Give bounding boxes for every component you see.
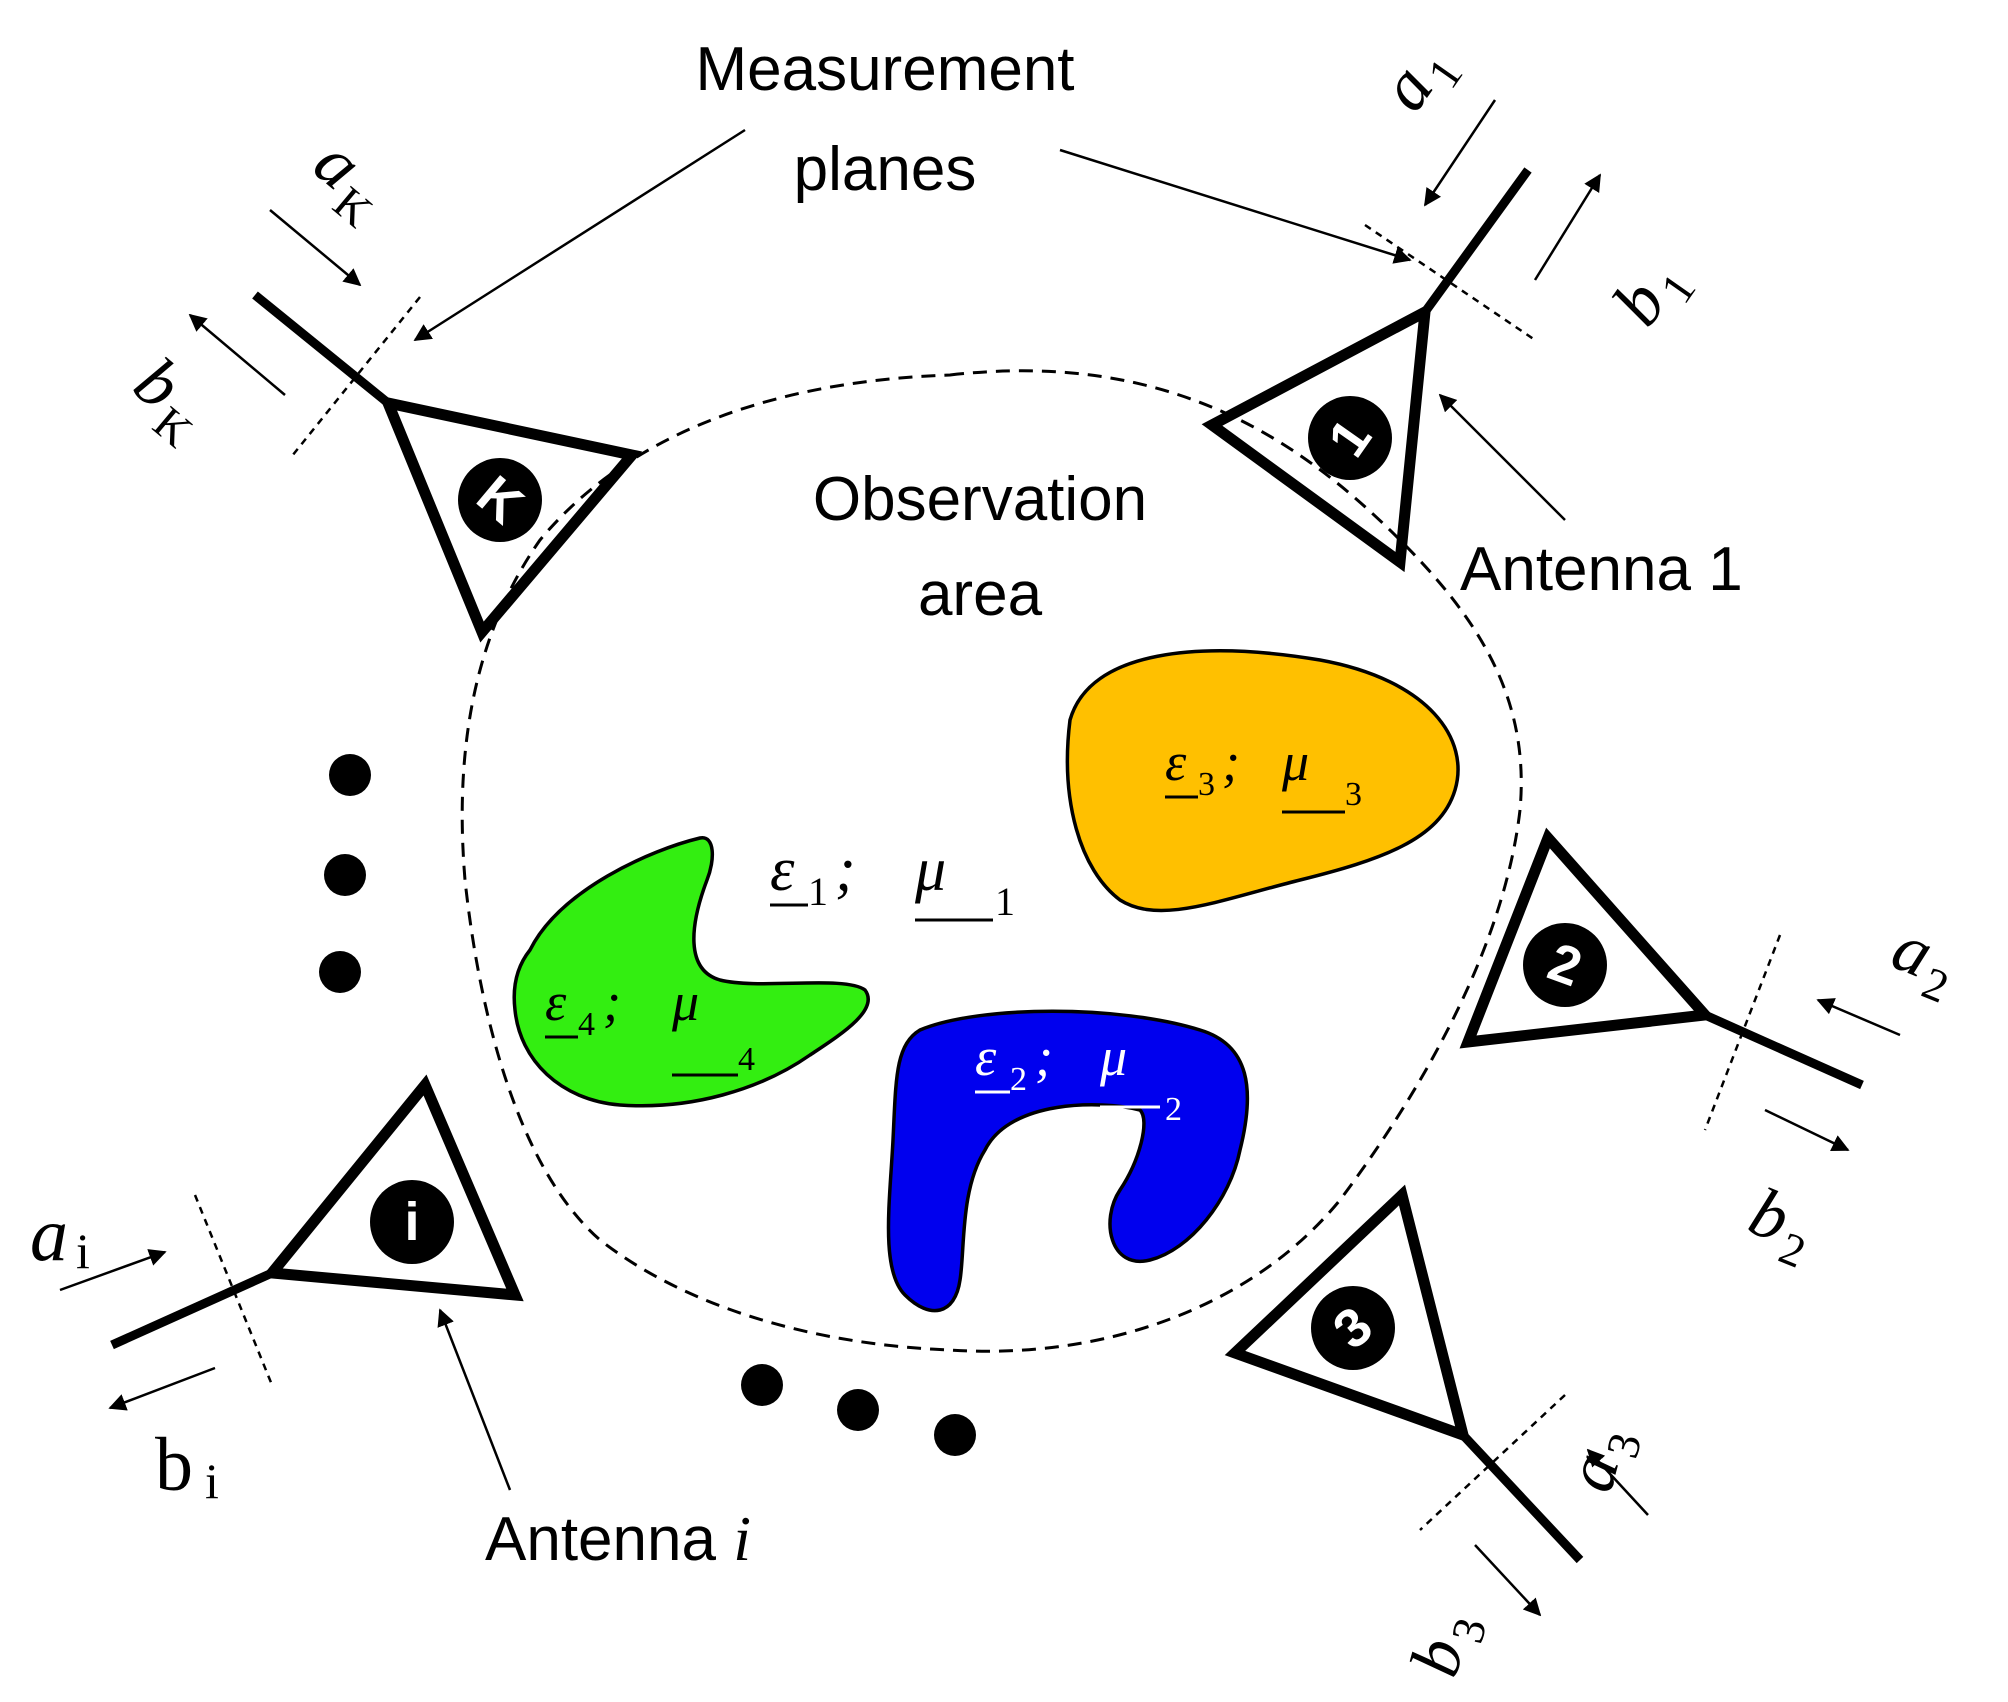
antenna-k-measurement-plane bbox=[291, 296, 421, 457]
antenna-k-b-label: b K bbox=[120, 343, 202, 457]
region-3-epsilon: ε bbox=[1165, 732, 1187, 792]
antenna-3-badge bbox=[1311, 1286, 1395, 1370]
vertical-ellipsis bbox=[319, 754, 371, 993]
region-1-mu: μ bbox=[914, 836, 946, 904]
antenna-1-a-label: a 1 bbox=[1365, 49, 1472, 124]
antenna-3-a-arrow bbox=[1586, 1448, 1649, 1516]
antenna-2-feed bbox=[1703, 1010, 1864, 1090]
region-2-shape bbox=[886, 1009, 1250, 1313]
antenna-k-a-label: a K bbox=[300, 123, 382, 237]
ellipsis-dot bbox=[837, 1389, 879, 1431]
antenna-1-badge bbox=[1308, 396, 1392, 480]
antenna-1-feed bbox=[1421, 167, 1532, 315]
antenna-2-b-label: b 2 bbox=[1739, 1173, 1813, 1277]
region-3-epsilon-sub: 3 bbox=[1198, 766, 1215, 803]
antenna-k-triangle bbox=[378, 395, 643, 643]
antenna-i-b-sub: i bbox=[205, 1453, 219, 1509]
antenna-i-b-label: b i bbox=[155, 1423, 219, 1509]
region-1-sep: ; bbox=[835, 836, 856, 904]
antenna-i-label-prefix: Antenna bbox=[485, 1505, 733, 1574]
ellipsis-dot bbox=[741, 1364, 783, 1406]
ellipsis-dot bbox=[319, 951, 361, 993]
antenna-1-label: Antenna 1 bbox=[1460, 535, 1743, 604]
antenna-i-feed bbox=[110, 1268, 274, 1350]
antenna-3-a-label: a 3 bbox=[1551, 1428, 1651, 1499]
measurement-planes-line1: Measurement bbox=[695, 35, 1074, 104]
region-1-mu-sub: 1 bbox=[995, 879, 1015, 924]
antenna-2-b-arrow bbox=[1764, 1108, 1850, 1152]
observation-area-boundary bbox=[460, 369, 1523, 1353]
region-2-label: ε 2 ; μ 2 bbox=[975, 1027, 1182, 1128]
region-1-epsilon-sub: 1 bbox=[808, 869, 828, 914]
region-2-mu-sub: 2 bbox=[1165, 1091, 1182, 1128]
region-3-label: ε 3 ; μ 3 bbox=[1165, 732, 1362, 814]
region-2-mu: μ bbox=[1099, 1027, 1127, 1087]
antenna-i: i a i b i bbox=[30, 1074, 524, 1509]
region-3-sep: ; bbox=[1222, 732, 1240, 792]
antenna-k: K a K b K bbox=[120, 123, 643, 643]
horizontal-ellipsis bbox=[741, 1364, 976, 1456]
ellipsis-dot bbox=[934, 1414, 976, 1456]
pointer-arrow-plane-k bbox=[413, 128, 746, 342]
region-4-mu: μ bbox=[671, 972, 699, 1032]
antenna-3-feed bbox=[1459, 1431, 1584, 1564]
antenna-3-b-label: b 3 bbox=[1396, 1613, 1496, 1684]
antenna-i-triangle bbox=[261, 1074, 524, 1302]
antenna-i-label: Antenna i bbox=[485, 1503, 751, 1574]
region-4-sep: ; bbox=[603, 972, 621, 1032]
antenna-i-measurement-plane bbox=[193, 1194, 274, 1386]
antenna-k-b-arrow bbox=[188, 313, 286, 396]
antenna-2: 2 a 2 b 2 bbox=[1459, 827, 1956, 1278]
region-3-shape bbox=[1065, 649, 1460, 913]
antenna-1-b-arrow bbox=[1533, 173, 1602, 281]
measurement-planes-line2: planes bbox=[794, 135, 977, 204]
antenna-i-a-arrow bbox=[59, 1249, 167, 1292]
antenna-3: 3 a 3 b 3 bbox=[1224, 1184, 1651, 1684]
antenna-1-triangle bbox=[1201, 302, 1432, 573]
antenna-i-a-base: a bbox=[30, 1193, 68, 1277]
antenna-i-badge bbox=[370, 1180, 454, 1264]
pointer-arrow-plane-1 bbox=[1059, 148, 1412, 264]
antenna-i-b-arrow bbox=[108, 1366, 216, 1411]
region-2-sep: ; bbox=[1035, 1027, 1053, 1087]
antenna-2-measurement-plane bbox=[1703, 934, 1782, 1131]
region-2-epsilon-sub: 2 bbox=[1010, 1061, 1027, 1098]
region-3-mu-sub: 3 bbox=[1345, 776, 1362, 813]
observation-area-line2: area bbox=[918, 560, 1043, 629]
antenna-2-a-label: a 2 bbox=[1882, 908, 1956, 1012]
region-4-mu-sub: 4 bbox=[738, 1041, 755, 1078]
region-3-mu: μ bbox=[1281, 732, 1309, 792]
antenna-1-a-arrow bbox=[1423, 99, 1497, 207]
antenna-k-badge bbox=[458, 458, 542, 542]
region-4-label: ε 4 ; μ 4 bbox=[545, 972, 755, 1078]
antenna-k-a-arrow bbox=[269, 209, 362, 287]
region-4-epsilon-sub: 4 bbox=[578, 1006, 595, 1043]
antenna-i-number: i bbox=[404, 1192, 419, 1252]
antenna-i-b-base: b bbox=[155, 1423, 193, 1507]
antenna-2-badge bbox=[1523, 923, 1607, 1007]
antenna-2-a-arrow bbox=[1816, 998, 1901, 1037]
antenna-3-b-arrow bbox=[1474, 1544, 1542, 1617]
observation-area-line1: Observation bbox=[813, 465, 1147, 534]
antenna-i-a-label: a i bbox=[30, 1193, 90, 1279]
region-4-shape bbox=[512, 836, 870, 1108]
region-2-epsilon: ε bbox=[975, 1027, 997, 1087]
pointer-arrow-antenna-i bbox=[437, 1308, 512, 1491]
antenna-i-a-sub: i bbox=[76, 1223, 90, 1279]
region-1-label: ε 1 ; μ 1 bbox=[770, 836, 1015, 924]
region-4-epsilon: ε bbox=[545, 972, 567, 1032]
pointer-arrow-antenna-1 bbox=[1438, 393, 1566, 521]
antenna-1-b-label: b 1 bbox=[1598, 264, 1705, 339]
antenna-3-triangle bbox=[1224, 1184, 1471, 1444]
region-1-epsilon: ε bbox=[770, 836, 795, 904]
antenna-1: 1 a 1 b 1 bbox=[1201, 49, 1705, 573]
antenna-2-triangle bbox=[1459, 827, 1717, 1049]
ellipsis-dot bbox=[324, 854, 366, 896]
antenna-1-measurement-plane bbox=[1364, 223, 1536, 342]
ellipsis-dot bbox=[329, 754, 371, 796]
antenna-k-feed bbox=[252, 291, 391, 407]
antenna-i-label-italic: i bbox=[733, 1503, 751, 1574]
